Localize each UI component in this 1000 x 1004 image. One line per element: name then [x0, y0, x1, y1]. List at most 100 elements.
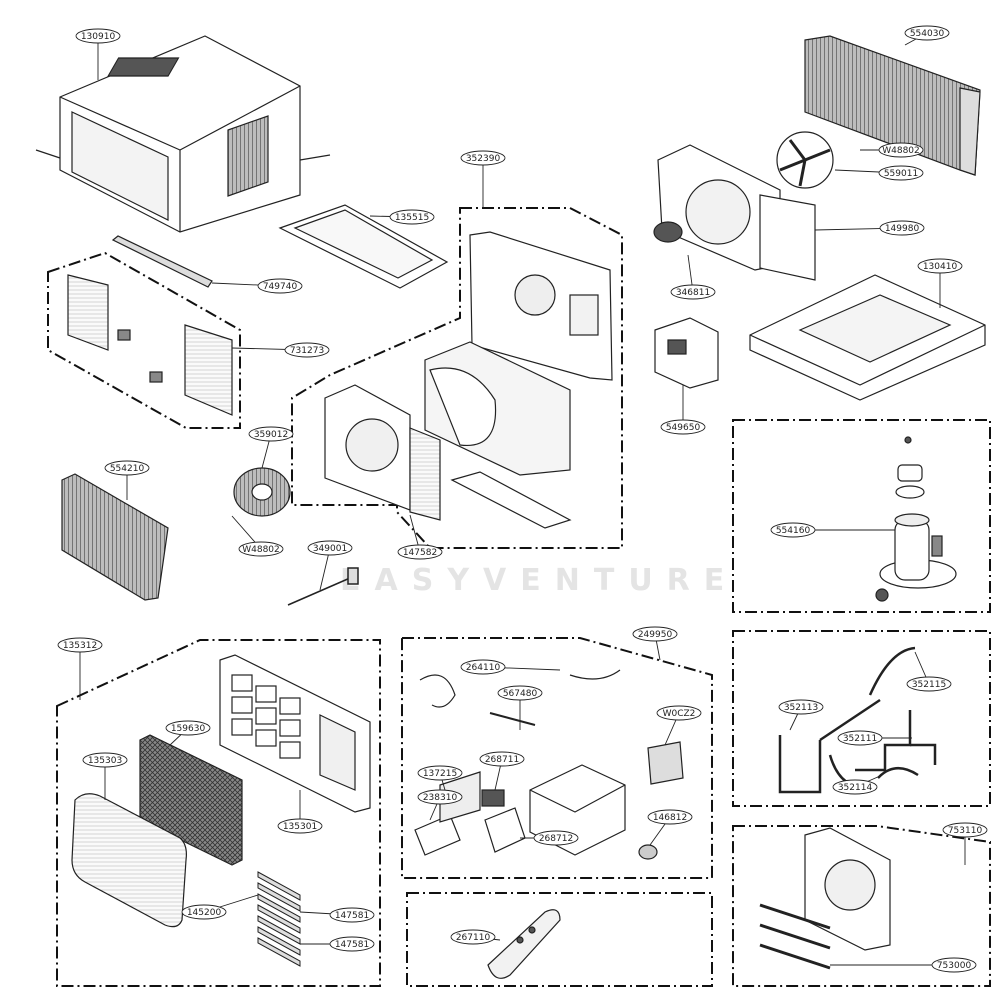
part-number-label: 147581	[335, 911, 369, 921]
part-callout-oval	[397, 544, 443, 560]
part-number-label: 549650	[666, 423, 701, 433]
part-callout-oval	[307, 540, 353, 556]
part-callout-oval	[277, 818, 323, 834]
part-callout-oval	[104, 460, 150, 476]
part-number-label: 130910	[81, 32, 116, 42]
part-callout-oval	[82, 752, 128, 768]
part-number-label: 352115	[912, 680, 946, 690]
group-outline-remote	[406, 892, 713, 987]
part-number-label: 135303	[88, 756, 122, 766]
part-number-label: 267110	[456, 933, 491, 943]
evaporator-coil-part	[61, 473, 169, 601]
part-callout-oval	[878, 142, 924, 158]
part-callout-oval	[778, 699, 824, 715]
part-callout-oval	[284, 342, 330, 358]
part-number-label: 147581	[335, 940, 369, 950]
part-callout-oval	[878, 165, 924, 181]
part-number-label: 554030	[910, 29, 945, 39]
part-callout-oval	[906, 676, 952, 692]
part-callout-oval	[479, 751, 525, 767]
part-number-label: 554210	[110, 464, 145, 474]
part-callout-oval	[632, 626, 678, 642]
part-number-label: 264110	[466, 663, 501, 673]
part-callout-oval	[660, 419, 706, 435]
group-outline-side-panels	[47, 251, 241, 429]
side-panels-part	[67, 274, 233, 416]
part-callout-oval	[450, 929, 496, 945]
part-number-label: 268711	[485, 755, 519, 765]
cabinet-part	[35, 35, 331, 233]
watermark-text: EASYVENTURE	[340, 563, 738, 598]
air-guide-part	[324, 341, 572, 529]
part-number-label: W48802	[242, 545, 280, 555]
part-number-label: 145200	[187, 908, 222, 918]
part-callout-oval	[57, 637, 103, 653]
part-callout-oval	[165, 720, 211, 736]
part-callout-oval	[75, 28, 121, 44]
part-number-label: 147582	[403, 548, 437, 558]
base-pan-part	[749, 274, 986, 401]
part-number-label: 352114	[838, 783, 873, 793]
part-callout-oval	[647, 809, 693, 825]
part-number-label: 359012	[254, 430, 288, 440]
part-number-label: 731273	[290, 346, 324, 356]
part-callout-oval	[656, 705, 702, 721]
group-outline-front-grille	[56, 639, 381, 987]
part-number-label: 238310	[423, 793, 458, 803]
part-number-label: 149980	[885, 224, 920, 234]
part-number-label: 349001	[313, 544, 347, 554]
remote-control-part	[487, 909, 561, 979]
group-outline-air-guide	[291, 207, 623, 549]
blower-wheel-part	[233, 467, 291, 517]
part-callout-oval	[533, 830, 579, 846]
side-rail-part	[111, 235, 213, 288]
part-number-label: 146812	[653, 813, 687, 823]
part-number-label: 567480	[503, 689, 538, 699]
part-callout-oval	[460, 659, 506, 675]
part-number-label: 352390	[466, 154, 501, 164]
part-callout-oval	[329, 936, 375, 952]
part-number-label: 749740	[263, 282, 298, 292]
part-callout-oval	[238, 541, 284, 557]
thermistor-part	[287, 567, 359, 606]
part-number-label: 249950	[638, 630, 673, 640]
fan-shroud-part	[653, 131, 834, 281]
part-callout-oval	[257, 278, 303, 294]
part-callout-oval	[248, 426, 294, 442]
part-number-label: 346811	[676, 288, 710, 298]
front-frame-part	[219, 654, 371, 813]
part-callout-oval	[670, 284, 716, 300]
part-number-label: 268712	[539, 834, 573, 844]
part-number-label: 135515	[395, 213, 429, 223]
part-number-label: 130410	[923, 262, 958, 272]
part-callout-oval	[917, 258, 963, 274]
part-callout-oval	[942, 822, 988, 838]
part-callout-oval	[879, 220, 925, 236]
part-number-label: W0CZ2	[663, 709, 696, 719]
control-bracket-part	[654, 317, 719, 389]
part-number-label: 753110	[948, 826, 983, 836]
part-number-label: 352111	[843, 734, 877, 744]
compressor-part	[875, 436, 957, 602]
group-outline-compressor	[732, 419, 991, 613]
part-callout-oval	[931, 957, 977, 973]
partition-panel-part	[469, 231, 613, 381]
part-callout-oval	[837, 730, 883, 746]
electrical-parts	[414, 669, 684, 860]
condenser-coil-part	[804, 35, 981, 176]
group-outline-electrical	[401, 637, 713, 879]
part-callout-oval	[904, 25, 950, 41]
louver-blades-part	[257, 871, 301, 967]
front-grille-part	[71, 793, 187, 928]
part-number-label: 135301	[283, 822, 317, 832]
part-number-label: 135312	[63, 641, 97, 651]
heater-assembly-part	[759, 827, 891, 970]
part-number-label: W48802	[882, 146, 920, 156]
part-callout-oval	[460, 150, 506, 166]
part-callout-oval	[417, 765, 463, 781]
part-callout-oval	[181, 904, 227, 920]
part-number-label: 559011	[884, 169, 918, 179]
